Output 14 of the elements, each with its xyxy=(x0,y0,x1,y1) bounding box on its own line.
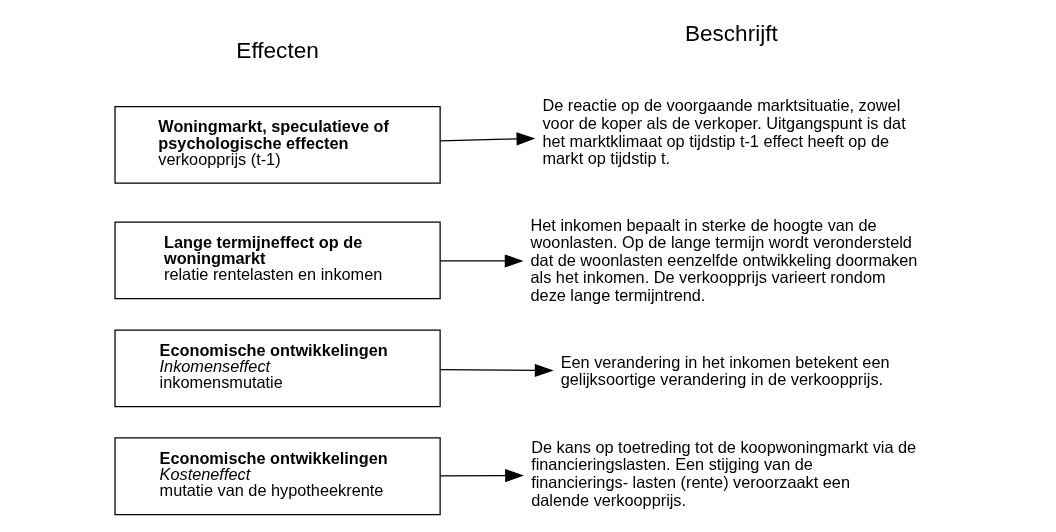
label: Beschrijft xyxy=(684,21,778,47)
node-text: Het inkomen bepaalt in sterke de hoogte van de woonlasten. Op de lange termijn wordt verondersteld dat de woonlasten eenzelfde ontwikkeling doormaken als het inkomen. De verkoopprijs varieert rondom deze lange termijntrend. xyxy=(530,215,918,305)
node-box: Economische ontwikkelingen Inkomenseffect inkomensmutatie xyxy=(114,329,441,408)
node-text: De kans op toetreding tot de koopwoningmarkt via de financieringslasten. Een stijging van de financierings- lasten (rente) veroorzaakt een dalende verkoopprijs. xyxy=(531,437,917,509)
label: Effecten xyxy=(236,37,319,63)
node-text: De reactie op de voorgaande marktsituatie, zowel voor de koper als de verkoper. Uitgangspunt is dat het marktklimaat op tijdstip t-1 effect heeft op de markt op tijdstip t. xyxy=(542,96,906,168)
arrow xyxy=(439,469,524,483)
arrow xyxy=(439,254,524,268)
arrow xyxy=(439,363,554,378)
node-box: Woningmarkt, speculatieve of psychologische effecten verkoopprijs (t-1) xyxy=(114,105,441,184)
node-text: Een verandering in het inkomen betekent een gelijksoortige verandering in de verkoopprijs. xyxy=(560,352,890,389)
node-box: Lange termijneffect op de woningmarkt relatie rentelasten en inkomen xyxy=(114,221,441,300)
arrow xyxy=(439,132,536,146)
node-box: Economische ontwikkelingen Kosteneffect mutatie van de hypotheekrente xyxy=(114,437,441,516)
